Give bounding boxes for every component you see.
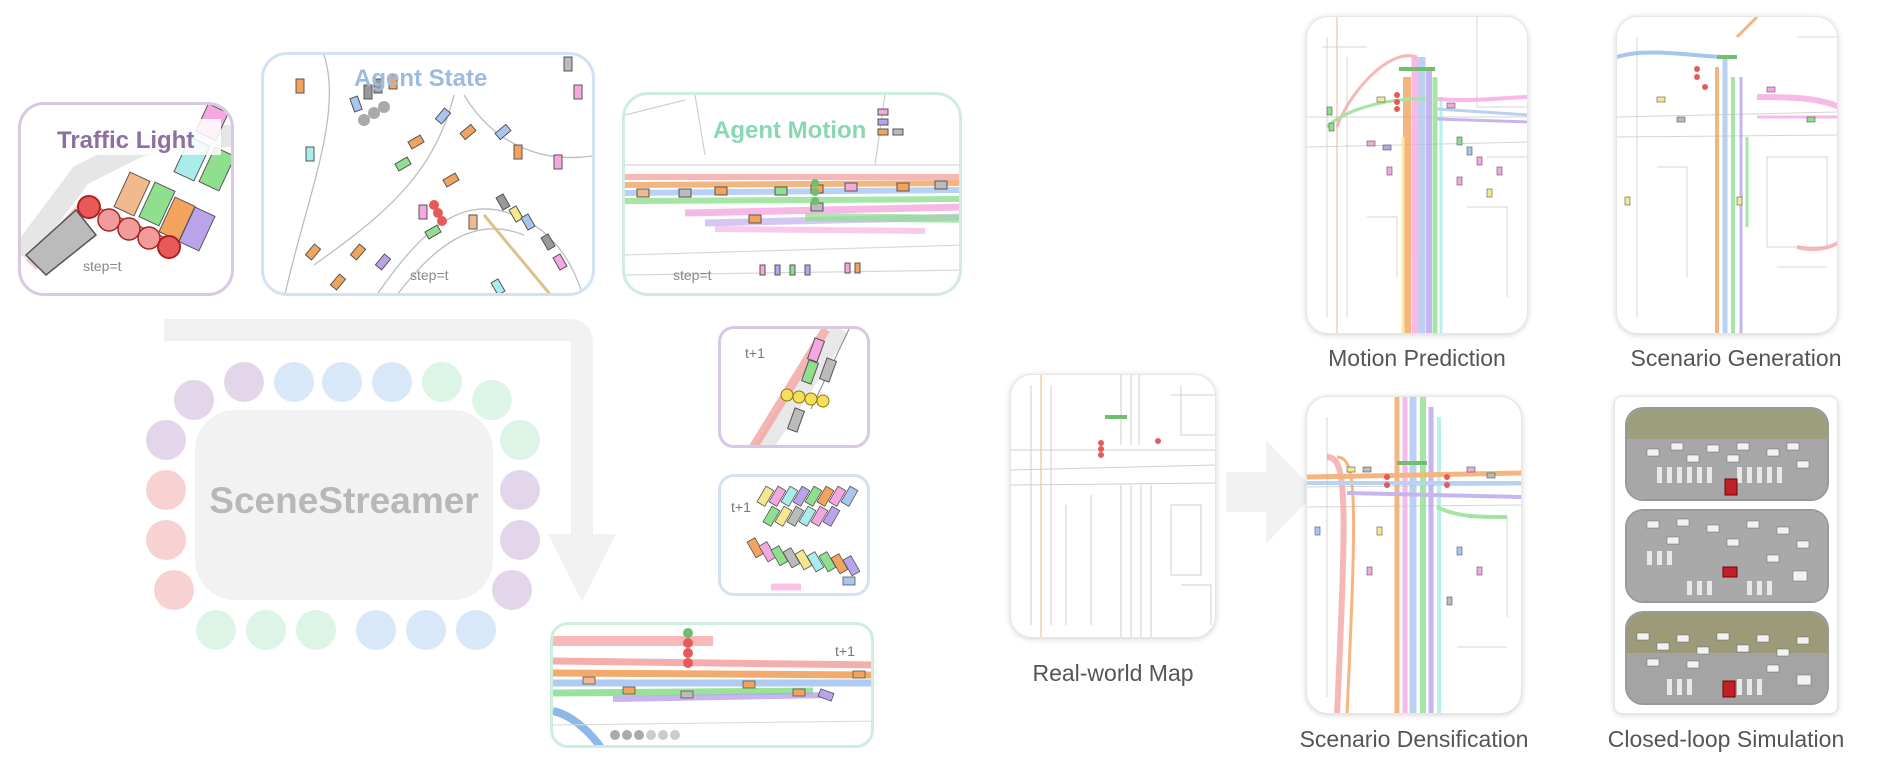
closed-loop-simulation-card [1614, 396, 1838, 714]
token-dot [372, 362, 412, 402]
agent-motion-card: Agent Motion step=t [622, 92, 962, 296]
agent-state-step: step=t [410, 267, 449, 283]
application-flow-arrow [1226, 440, 1316, 544]
token-dot [500, 470, 540, 510]
token-dot [492, 570, 532, 610]
traffic-light-card: Traffic Light step=t [18, 102, 234, 296]
token-dot [500, 520, 540, 560]
traffic-light-next-scene [749, 329, 850, 445]
simulation-view-2 [1627, 511, 1827, 601]
agent-state-next-scene [746, 485, 861, 591]
token-dot [154, 570, 194, 610]
scenestreamer-title: SceneStreamer [209, 480, 479, 521]
token-dot [472, 380, 512, 420]
token-dot [274, 362, 314, 402]
closed-loop-simulation-caption: Closed-loop Simulation [1607, 726, 1845, 752]
traffic-light-scene [21, 105, 231, 277]
traffic-light-title: Traffic Light [57, 127, 195, 154]
scenario-densification-card [1306, 396, 1522, 714]
agent-state-next-step: t+1 [731, 499, 751, 515]
simulation-frame-1 [1625, 407, 1829, 501]
simulation-view-1 [1627, 409, 1827, 499]
scenario-densification-scene [1307, 397, 1521, 713]
simulation-frame-2 [1625, 509, 1829, 603]
token-dot [196, 610, 236, 650]
token-dot [146, 420, 186, 460]
token-dot [500, 420, 540, 460]
motion-prediction-scene [1307, 17, 1527, 333]
agent-motion-next-step: t+1 [835, 643, 855, 659]
scenestreamer-model-box [195, 410, 493, 600]
token-dot [296, 610, 336, 650]
agent-motion-next-card: t+1 [550, 622, 874, 748]
real-world-map-scene [1011, 375, 1215, 637]
scenario-densification-caption: Scenario Densification [1299, 726, 1529, 752]
real-world-map-caption: Real-world Map [1032, 660, 1194, 686]
token-dot [174, 380, 214, 420]
simulation-frame-3 [1625, 611, 1829, 705]
token-dot [322, 362, 362, 402]
scenario-generation-card [1616, 16, 1838, 334]
traffic-light-next-step: t+1 [745, 345, 765, 361]
traffic-light-step: step=t [83, 258, 122, 274]
token-dot [146, 520, 186, 560]
simulation-view-3 [1627, 613, 1827, 703]
token-dot [456, 610, 496, 650]
agent-motion-step: step=t [673, 267, 712, 283]
traffic-light-next-card: t+1 [718, 326, 870, 448]
token-dot [406, 610, 446, 650]
real-world-map-card [1010, 374, 1216, 638]
agent-state-title: Agent State [354, 65, 488, 92]
agent-motion-title: Agent Motion [713, 117, 867, 144]
token-dot [224, 362, 264, 402]
token-dot [422, 362, 462, 402]
motion-prediction-card [1306, 16, 1528, 334]
motion-prediction-caption: Motion Prediction [1328, 345, 1506, 371]
agent-state-scene [284, 55, 592, 293]
agent-motion-next-scene [553, 628, 871, 745]
autoregressive-flow-arrow [164, 319, 616, 602]
scenario-generation-caption: Scenario Generation [1630, 345, 1842, 371]
token-dot [356, 610, 396, 650]
scenario-generation-scene [1617, 17, 1837, 333]
agent-state-card: Agent State step=t [261, 52, 595, 296]
token-dot [146, 470, 186, 510]
token-dot [246, 610, 286, 650]
agent-state-next-card: t+1 [718, 474, 870, 596]
agent-motion-scene [625, 95, 959, 276]
